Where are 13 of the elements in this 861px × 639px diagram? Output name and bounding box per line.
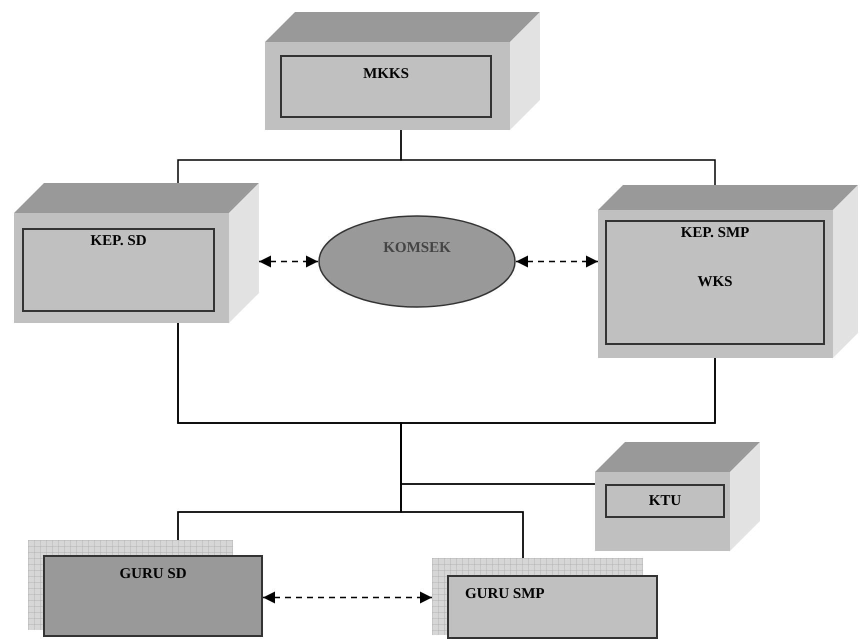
arrow: [516, 256, 598, 268]
node-label: MKKS: [363, 65, 409, 84]
connector-line: [400, 130, 716, 185]
node-label: GURU SMP: [465, 585, 545, 604]
node-label: GURU SD: [119, 565, 187, 584]
node-label: KOMSEK: [383, 239, 451, 258]
connector-line: [400, 358, 716, 558]
arrow: [259, 256, 318, 268]
node-label: KEP. SD: [90, 232, 147, 251]
arrow: [263, 592, 432, 604]
node-label: KTU: [648, 492, 682, 511]
node-label: WKS: [697, 272, 732, 292]
node-label: KEP. SMP: [680, 224, 750, 243]
